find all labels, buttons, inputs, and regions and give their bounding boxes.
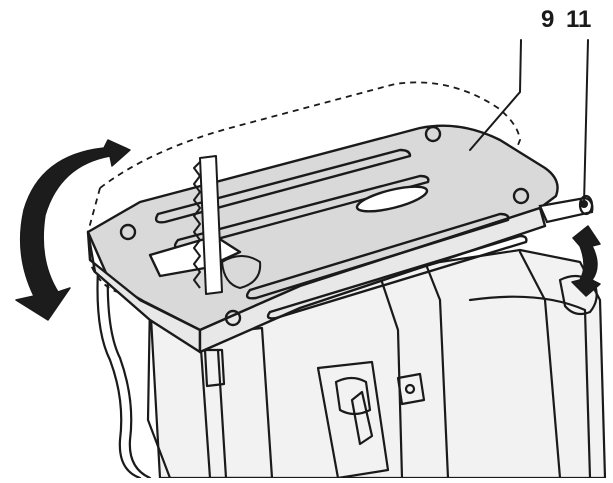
spindle-end bbox=[578, 194, 594, 216]
leader-dot-11 bbox=[580, 200, 588, 208]
housing-rib-3 bbox=[518, 250, 562, 480]
callout-label-9: 9 bbox=[541, 6, 555, 33]
blade-guard-bar bbox=[216, 348, 228, 480]
side-bracket bbox=[396, 372, 426, 406]
front-grip bbox=[146, 298, 172, 480]
motor-vent bbox=[468, 295, 592, 480]
side-screw bbox=[404, 383, 416, 395]
blade-body bbox=[199, 155, 223, 295]
screw-front-right bbox=[224, 309, 242, 327]
leader-line-11 bbox=[583, 39, 589, 205]
callout-label-11: 11 bbox=[566, 6, 592, 33]
guide-tab bbox=[203, 348, 226, 388]
slot-4 bbox=[266, 234, 528, 320]
screw-back bbox=[424, 125, 442, 143]
rotation-arrow-left-icon bbox=[15, 139, 131, 321]
switch-housing bbox=[316, 360, 390, 480]
screw-right bbox=[512, 187, 530, 205]
switch-button bbox=[334, 376, 372, 416]
housing-rib-1 bbox=[423, 260, 450, 480]
hose-fitting bbox=[96, 268, 142, 480]
blade-teeth bbox=[193, 161, 201, 289]
center-oval-slot bbox=[355, 185, 429, 213]
bevel-knob bbox=[558, 274, 598, 316]
height-adjust-arrow-icon bbox=[571, 225, 601, 297]
slot-2 bbox=[173, 174, 430, 250]
housing-rib-2 bbox=[380, 280, 404, 480]
slot-1 bbox=[154, 148, 412, 224]
leader-line-9 bbox=[469, 39, 522, 151]
hose-fitting-inner bbox=[106, 266, 152, 480]
screw-front-left bbox=[119, 223, 137, 241]
slot-3 bbox=[245, 212, 510, 300]
blade-roller bbox=[221, 255, 262, 289]
saw-blade bbox=[193, 155, 262, 295]
lever bbox=[350, 390, 374, 446]
bevel-spindle bbox=[538, 194, 594, 224]
tilted-base-ghost-outline bbox=[87, 81, 521, 301]
